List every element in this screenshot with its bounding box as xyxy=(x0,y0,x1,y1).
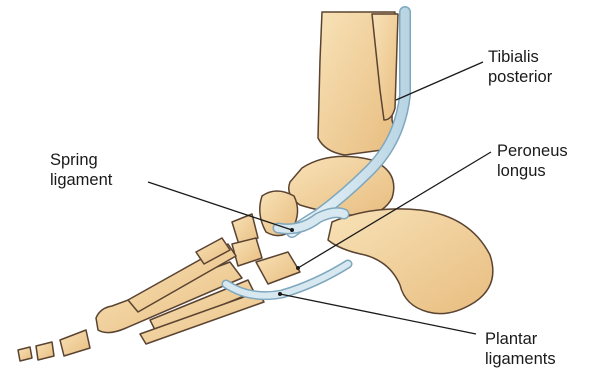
label-spring-ligament: Spring ligament xyxy=(50,150,112,190)
label-plantar-ligaments-line-1: Plantar xyxy=(485,329,556,349)
label-peroneus-longus: Peroneus longus xyxy=(497,141,568,181)
label-plantar-ligaments-line-2: ligaments xyxy=(485,349,556,369)
label-spring-ligament-line-2: ligament xyxy=(50,170,112,190)
phalanx-distal-2 xyxy=(18,347,32,361)
label-peroneus-longus-line-1: Peroneus xyxy=(497,141,568,161)
leader-dot-peroneus xyxy=(296,266,300,270)
label-spring-ligament-line-1: Spring xyxy=(50,150,112,170)
label-tibialis-posterior-line-2: posterior xyxy=(488,67,552,87)
phalanx-distal-1 xyxy=(36,342,54,360)
leader-dot-plantar xyxy=(278,292,282,296)
leader-dot-spring xyxy=(290,228,294,232)
label-plantar-ligaments: Plantar ligaments xyxy=(485,329,556,369)
phalanx-middle-1 xyxy=(60,330,90,356)
cuboid-bone xyxy=(256,252,300,284)
calcaneus-bone xyxy=(328,209,493,314)
label-peroneus-longus-line-2: longus xyxy=(497,161,568,181)
label-tibialis-posterior: Tibialis posterior xyxy=(488,47,552,87)
label-tibialis-posterior-line-1: Tibialis xyxy=(488,47,552,67)
